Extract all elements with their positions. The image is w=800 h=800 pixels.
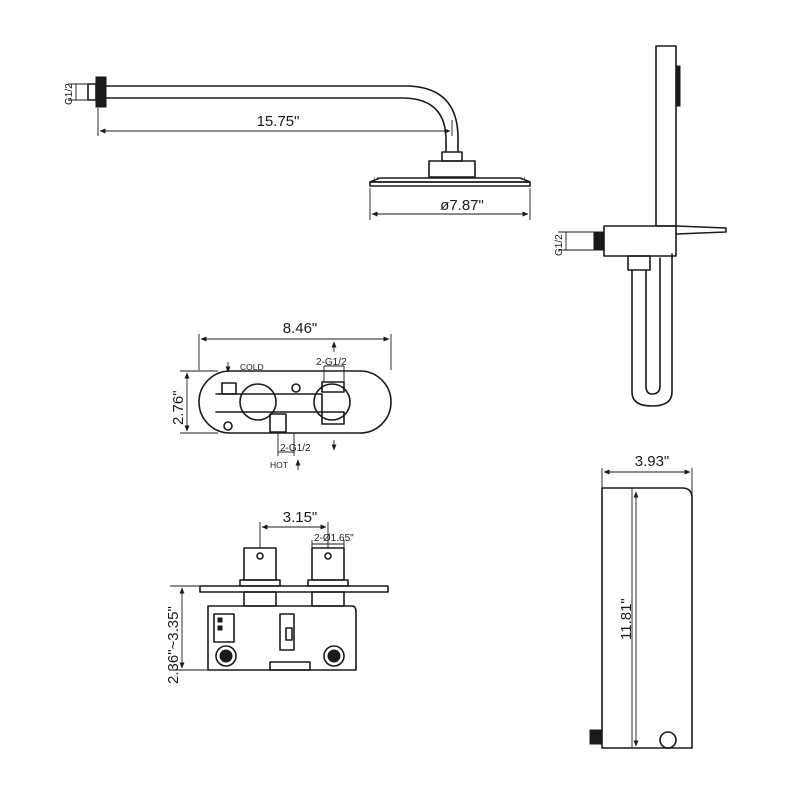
plate-width-label: 8.46"	[283, 320, 318, 337]
trim-plate-outline	[198, 370, 392, 434]
arm-nut	[441, 151, 463, 162]
inlet-detail	[217, 625, 223, 631]
bracket-width-label: 3.93"	[635, 453, 670, 470]
cold-inlet-port	[221, 382, 237, 395]
arm-length-label: 15.75"	[257, 113, 300, 130]
valve-plate-view: 8.46" 2.76" COLD 2-G1/2 2-G1/2 HOT	[170, 320, 392, 470]
plate-height-label: 2.76"	[170, 390, 187, 425]
inlet-detail	[217, 617, 223, 623]
outlet-port-2	[321, 411, 345, 425]
bracket-outlet	[589, 729, 603, 745]
valve-cartridge	[285, 627, 293, 641]
hot-label: HOT	[270, 460, 288, 470]
right-handle-hole	[313, 383, 351, 421]
right-stem-screw	[324, 552, 332, 560]
valve-body-view: 3.15" 2-Ø1.65" 2.36"~3.35"	[165, 509, 389, 684]
hand-thread-label: G1/2	[554, 234, 565, 256]
head-diameter-label: ø7.87"	[440, 197, 484, 214]
outlet-port-1	[321, 381, 345, 393]
valve-base	[269, 661, 311, 671]
stem-spacing-label: 3.15"	[283, 509, 318, 526]
valve-depth-label: 2.36"~3.35"	[165, 606, 182, 684]
hand-shower-handle	[655, 45, 677, 227]
valve-housing	[207, 605, 357, 671]
arm-thread-label: G1/2	[64, 83, 75, 105]
valve-body-outline	[215, 393, 323, 413]
left-inlet-fill	[219, 649, 233, 663]
right-stem-body	[311, 591, 345, 607]
hose-nut	[627, 255, 651, 271]
bracket-view: 3.93" 11.81"	[589, 453, 693, 749]
left-stem-collar	[239, 579, 281, 587]
hand-shower-spray	[675, 65, 681, 107]
left-inlet-circle	[215, 645, 237, 667]
valve-inlet-box	[213, 613, 235, 643]
arm-pipe-inner	[105, 97, 447, 153]
cold-label: COLD	[240, 362, 264, 372]
screw-top	[291, 383, 301, 393]
shower-head-top	[369, 177, 531, 183]
shower-arm-view: G1/2 15.75" ø7.87"	[64, 76, 531, 220]
bracket-height-label: 11.81"	[618, 598, 635, 640]
arm-pipe-outer	[105, 85, 459, 153]
stem-diameter-label: 2-Ø1.65"	[314, 533, 354, 544]
hand-shower-view: G1/2	[554, 45, 727, 407]
bracket-shelf	[675, 225, 727, 235]
left-stem-body	[243, 591, 277, 607]
screw-bottom	[223, 421, 233, 431]
head-connector	[428, 160, 476, 178]
right-inlet-fill	[327, 649, 341, 663]
hot-inlet-port	[269, 413, 287, 433]
outlet-thread-label: 2-G1/2	[316, 357, 347, 368]
right-stem-collar	[307, 579, 349, 587]
inlet-thread-label: 2-G1/2	[280, 443, 311, 454]
bracket-knob	[659, 731, 677, 749]
valve-wall-plate	[199, 585, 389, 593]
hand-wall-outlet	[593, 231, 605, 251]
arm-wall-flange	[95, 76, 107, 108]
left-stem-screw	[256, 552, 264, 560]
valve-center-port	[279, 613, 295, 651]
hose-outer	[631, 253, 673, 407]
arm-thread	[87, 83, 97, 101]
bracket-holder	[603, 225, 677, 257]
right-inlet-circle	[323, 645, 345, 667]
left-handle-hole	[239, 383, 277, 421]
hose-inner	[645, 257, 661, 395]
bracket-body	[601, 487, 693, 749]
